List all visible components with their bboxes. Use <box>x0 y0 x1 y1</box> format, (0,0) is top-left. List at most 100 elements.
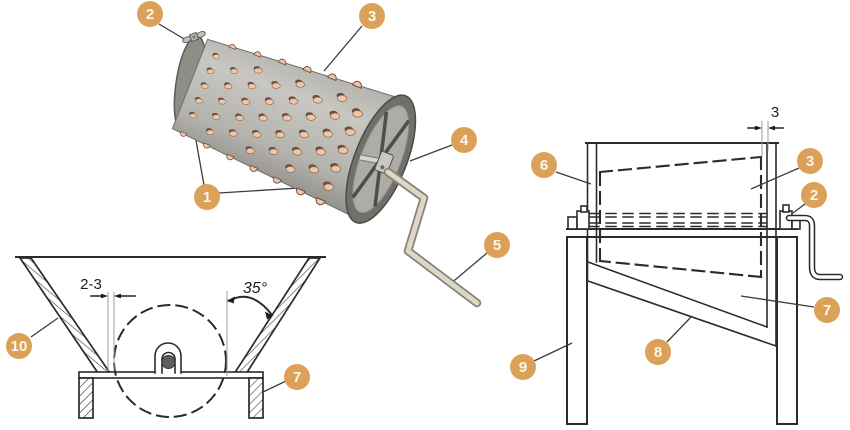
arrowhead-left <box>755 125 762 131</box>
grater-spike <box>230 67 239 74</box>
spike-body <box>252 131 262 138</box>
chute-top-edge <box>586 260 769 329</box>
callout-number: 7 <box>293 369 301 386</box>
callout-number: 2 <box>146 6 154 23</box>
spike-body <box>254 67 263 74</box>
grater-spike <box>189 111 197 119</box>
callout-circle <box>801 182 827 208</box>
grater-spike <box>264 97 275 106</box>
callout-circle <box>6 333 32 359</box>
hopper-wall-right <box>232 257 322 375</box>
bearing-bracket-inner <box>161 351 176 374</box>
callout-side-3: 3 <box>797 148 823 174</box>
callout-number: 2 <box>810 187 818 204</box>
callout-side-7: 7 <box>814 297 840 323</box>
callout-circle <box>194 184 220 210</box>
spike-body <box>258 115 268 122</box>
view-frame-side: 3 6 3 2 7 8 9 <box>510 104 844 425</box>
crank-handle-outline <box>383 167 482 308</box>
edge-spike-bottom <box>203 142 211 149</box>
wall-angle-value: 35° <box>243 280 268 297</box>
spike-body <box>201 83 209 89</box>
spike-body <box>265 98 275 106</box>
callout-number-circle <box>484 232 510 258</box>
spike-body <box>229 130 238 137</box>
spike-body <box>230 68 239 74</box>
edge-spike-bottom <box>315 197 326 206</box>
clearance-value: 2-3 <box>80 276 102 293</box>
callout-drum-4: 4 <box>451 127 477 153</box>
callout-side-9: 9 <box>510 354 536 380</box>
edge-spike-bottom <box>249 164 259 172</box>
spike-body <box>206 129 215 136</box>
spike-body <box>241 99 251 106</box>
spike-body <box>295 81 305 88</box>
post-tab <box>567 216 578 230</box>
wing-nut-center <box>192 35 196 39</box>
callout-number: 1 <box>203 189 211 206</box>
grater-spike <box>351 108 363 118</box>
spike-body <box>289 98 299 105</box>
spike-body <box>337 146 349 155</box>
crank-handle <box>385 169 480 306</box>
grater-spike <box>275 129 285 139</box>
spike-body <box>299 131 309 139</box>
bearing-post-left <box>567 205 590 230</box>
spike-body <box>352 110 363 118</box>
spike-body <box>206 68 215 75</box>
grater-spike <box>305 112 316 121</box>
frame-leg-left <box>566 236 588 425</box>
edge-spike-bottom <box>272 176 282 184</box>
callout-drum-3: 3 <box>359 3 385 29</box>
spike-body <box>312 96 323 104</box>
grater-spike <box>308 164 320 174</box>
spike-body <box>308 166 320 174</box>
post-nib <box>782 204 790 213</box>
spike-body <box>315 148 327 156</box>
grater-spike <box>224 82 233 90</box>
callout-number: 3 <box>806 153 814 170</box>
leader-handle <box>448 252 488 286</box>
leader-hub <box>409 144 453 162</box>
spike-body <box>235 115 244 121</box>
edge-spike-top <box>351 80 362 89</box>
grater-spike <box>285 164 296 173</box>
grater-spike <box>258 113 268 122</box>
drum-spikes <box>180 43 363 206</box>
grater-spike <box>322 128 334 138</box>
grater-spike <box>329 110 341 120</box>
grater-spike <box>295 79 305 88</box>
grater-spike <box>288 96 299 105</box>
grater-spike <box>194 96 203 104</box>
edge-spike-top <box>327 73 337 82</box>
spike-body <box>306 114 316 121</box>
leader-lower-panel <box>740 295 815 308</box>
leader-side-wall <box>30 317 59 338</box>
grater-spike <box>245 146 255 154</box>
callout-circle <box>284 364 310 390</box>
callout-circle <box>359 3 385 29</box>
edge-spike-top <box>277 58 287 66</box>
callout-number: 3 <box>368 8 376 25</box>
callout-side-2: 2 <box>801 182 827 208</box>
spike-body <box>337 94 348 102</box>
leader-chute <box>666 315 693 343</box>
leader-leg <box>533 342 573 362</box>
callout-number: 7 <box>823 302 831 319</box>
grater-spike <box>337 144 349 155</box>
dimension-clearance: 2-3 <box>80 276 136 371</box>
edge-spike-top <box>302 66 312 74</box>
callout-circle <box>797 148 823 174</box>
post-nib <box>580 205 588 213</box>
grater-spike <box>344 126 356 136</box>
frame-leg-right <box>776 236 798 425</box>
leader-hopper-wall <box>555 171 592 185</box>
leader-support-post <box>262 380 287 393</box>
callout-hopper-10: 10 <box>6 333 32 359</box>
spike-body <box>323 183 334 191</box>
hub-screw <box>380 165 385 170</box>
callout-number: 4 <box>460 132 469 149</box>
view-hopper-section: 2-3 35° 10 7 <box>6 256 326 419</box>
callout-circle <box>137 1 163 27</box>
